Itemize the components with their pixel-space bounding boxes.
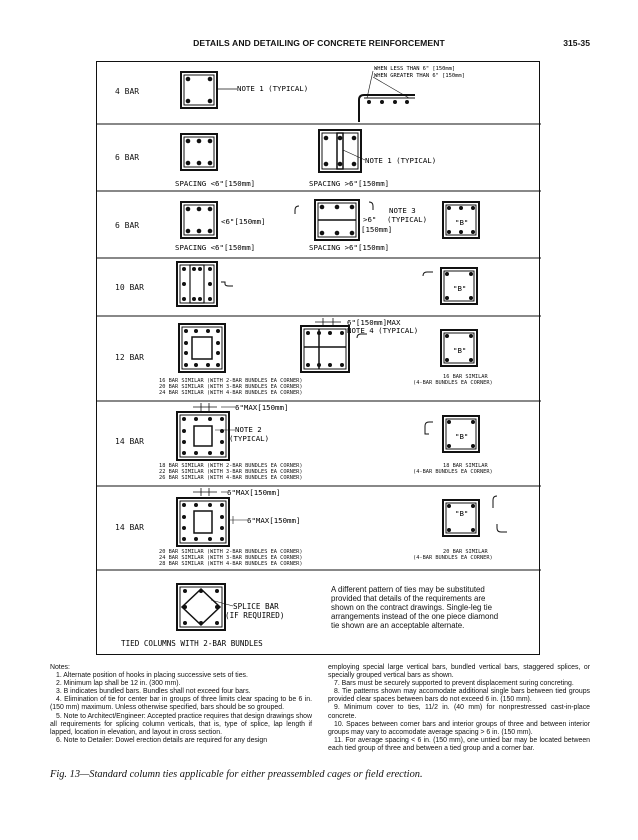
note-item: 9. Minimum cover to ties, 11/2 in. (40 m… [328, 704, 590, 720]
note-item: employing special large vertical bars, b… [328, 664, 590, 680]
tie-4bar [180, 71, 237, 109]
similar-14b-right-2: (4-BAR BUNDLES EA CORNER) [413, 555, 493, 561]
tie-10bar-bundled [422, 267, 478, 305]
note-item: 8. Tie patterns shown may accomodate add… [328, 688, 590, 704]
tie-14bar-b [176, 488, 247, 547]
similar-14a-right-1: 18 BAR SIMILAR [443, 463, 488, 469]
max6-row14b-side: 6"MAX[150mm] [247, 516, 300, 525]
diamond-tie [176, 583, 234, 631]
splice-if-required: (IF REQUIRED) [225, 611, 284, 620]
similar-14a-left-2: 22 BAR SIMILAR (WITH 3-BAR BUNDLES EA CO… [159, 469, 303, 475]
alt-text-line-2: provided that details of the requirement… [331, 594, 486, 603]
notes-left-column: Notes: 1. Alternate position of hooks in… [50, 664, 312, 745]
column-ties-figure: 4 BAR 6 BAR 6 BAR 10 BAR 12 BAR 14 BAR 1… [96, 61, 541, 655]
note-item: 7. Bars must be securely supported to pr… [334, 680, 574, 688]
tie-14bar-a [176, 403, 235, 461]
spacing-lt6-row3: SPACING <6"[150mm] [175, 243, 255, 252]
notes-heading: Notes: [50, 664, 70, 671]
page-header: DETAILS AND DETAILING OF CONCRETE REINFO… [0, 38, 638, 52]
max6-row14b-top: 6"MAX[150mm] [227, 488, 280, 497]
row-label-14bar-b: 14 BAR [115, 523, 144, 532]
row-label-4bar: 4 BAR [115, 87, 139, 96]
note3-typical: (TYPICAL) [387, 215, 427, 224]
tie-14bar-b-bundled [442, 495, 507, 537]
note2-label: NOTE 2 [235, 425, 262, 434]
tie-6bar-b-wide [294, 199, 374, 241]
tie-12bar-bundled [440, 329, 478, 367]
similar-12-left-3: 24 BAR SIMILAR (WITH 4-BAR BUNDLES EA CO… [159, 390, 303, 396]
note-item: 6. Note to Detailer: Dowel erection deta… [56, 736, 268, 744]
note-item: 1. Alternate position of hooks in placin… [56, 672, 248, 680]
alt-text-line-1: A different pattern of ties may be subst… [331, 585, 485, 594]
similar-14b-left-3: 28 BAR SIMILAR (WITH 4-BAR BUNDLES EA CO… [159, 561, 303, 567]
alt-text-line-3: shown on the contract drawings. Single-l… [331, 603, 493, 612]
row-label-12bar: 12 BAR [115, 353, 144, 362]
similar-14a-left-3: 26 BAR SIMILAR (WITH 4-BAR BUNDLES EA CO… [159, 475, 303, 481]
spacing-lt6-row2: SPACING <6"[150mm] [175, 179, 255, 188]
similar-14b-left-1: 20 BAR SIMILAR (WITH 2-BAR BUNDLES EA CO… [159, 549, 303, 555]
note-item: 3. B indicates bundled bars. Bundles sha… [56, 688, 251, 696]
row-label-14bar-a: 14 BAR [115, 437, 144, 446]
lt6-label: <6"[150mm] [221, 217, 266, 226]
similar-12-right-1: 16 BAR SIMILAR [443, 374, 488, 380]
tied-columns-caption: TIED COLUMNS WITH 2-BAR BUNDLES [121, 639, 263, 648]
max6-row12: 6"[150mm]MAX [347, 318, 401, 327]
alt-text-line-5: tie shown are an acceptable alternate. [331, 621, 464, 630]
similar-14b-right-1: 20 BAR SIMILAR [443, 549, 488, 555]
note4-label: NOTE 4 (TYPICAL) [347, 326, 418, 335]
note3-label: NOTE 3 [389, 206, 416, 215]
note-item: 11. For average spacing < 6 in. (150 mm)… [328, 736, 590, 752]
tie-12bar [178, 323, 226, 373]
splice-bar-label: SPLICE BAR [233, 602, 279, 611]
note1-label-row1: NOTE 1 (TYPICAL) [237, 84, 308, 93]
tie-6bar-wide [318, 129, 366, 173]
similar-14a-right-2: (4-BAR BUNDLES EA CORNER) [413, 469, 493, 475]
hook-note-greater: WHEN GREATER THAN 6" [150mm] [374, 73, 465, 79]
figure-caption: Fig. 13—Standard column ties applicable … [50, 769, 423, 780]
figure-notes: Notes: 1. Alternate position of hooks in… [50, 664, 594, 764]
similar-12-right-2: (4-BAR BUNDLES EA CORNER) [413, 380, 493, 386]
gt6-label: >6" [363, 215, 376, 224]
note-item: 10. Spaces between corner bars and inter… [328, 720, 590, 736]
b-label-row6: "B" [455, 432, 468, 441]
similar-12-left-1: 16 BAR SIMILAR (WITH 2-BAR BUNDLES EA CO… [159, 378, 303, 384]
gt6-unit-label: [150mm] [361, 225, 392, 234]
hook-note-less: WHEN LESS THAN 6" [150mm] [374, 66, 455, 72]
similar-14a-left-1: 18 BAR SIMILAR (WITH 2-BAR BUNDLES EA CO… [159, 463, 303, 469]
page-number: 315-35 [563, 38, 590, 48]
b-label-row4: "B" [453, 284, 466, 293]
alt-text-line-4: arrangements instead of the one piece di… [331, 612, 498, 621]
max6-row14a: 6"MAX[150mm] [235, 403, 288, 412]
notes-right-column: employing special large vertical bars, b… [328, 664, 590, 753]
tie-12bar-alt [300, 318, 367, 373]
row-label-10bar: 10 BAR [115, 283, 144, 292]
note2-typical: (TYPICAL) [229, 434, 269, 443]
spacing-gt6-row2: SPACING >6"[150mm] [309, 179, 389, 188]
row-label-6bar-a: 6 BAR [115, 153, 139, 162]
note-item: 5. Note to Architect/Engineer: Accepted … [50, 712, 312, 736]
tie-14bar-a-bundled [424, 415, 480, 453]
note-item: 2. Minimum lap shall be 12 in. (300 mm). [56, 680, 181, 688]
note-item: 4. Elimination of tie for center bar in … [50, 696, 312, 712]
b-label-row3: "B" [455, 218, 468, 227]
hook-detail: WHEN LESS THAN 6" [150mm] WHEN GREATER T… [358, 66, 465, 122]
tie-10bar [176, 261, 233, 307]
figure-drawing: 4 BAR 6 BAR 6 BAR 10 BAR 12 BAR 14 BAR 1… [97, 66, 541, 648]
tie-6bar-b-close [180, 201, 218, 239]
similar-14b-left-2: 24 BAR SIMILAR (WITH 3-BAR BUNDLES EA CO… [159, 555, 303, 561]
row-label-6bar-b: 6 BAR [115, 221, 139, 230]
running-title: DETAILS AND DETAILING OF CONCRETE REINFO… [193, 38, 445, 48]
b-label-row5: "B" [453, 346, 466, 355]
spacing-gt6-row3: SPACING >6"[150mm] [309, 243, 389, 252]
tie-6bar-close [180, 133, 218, 171]
tie-6bar-bundled [442, 201, 480, 239]
row-dividers [97, 123, 541, 571]
b-label-row7: "B" [455, 509, 468, 518]
similar-12-left-2: 20 BAR SIMILAR (WITH 3-BAR BUNDLES EA CO… [159, 384, 303, 390]
note1-label-row2: NOTE 1 (TYPICAL) [365, 156, 436, 165]
